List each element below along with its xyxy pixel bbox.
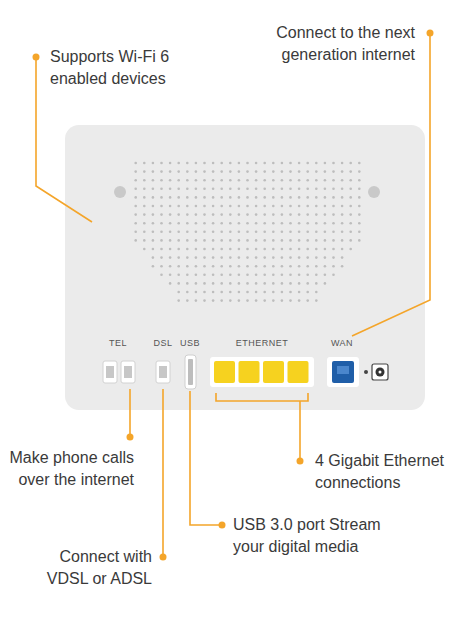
wan-port — [327, 357, 359, 387]
power-jack — [372, 364, 388, 380]
usb-port — [185, 355, 196, 389]
port-label: WAN — [331, 337, 353, 349]
callout-text: USB 3.0 port Stream your digital media — [233, 514, 411, 558]
callout-text: 4 Gigabit Ethernet connections — [315, 450, 467, 494]
tel-ports — [103, 361, 135, 383]
port-label: ETHERNET — [236, 337, 289, 349]
callout-text: Make phone calls over the internet — [4, 447, 134, 491]
dsl-port — [156, 361, 170, 383]
router-body — [65, 125, 425, 410]
ethernet-ports — [210, 357, 314, 387]
screw — [368, 186, 380, 198]
led-dot — [364, 370, 368, 374]
callout-text: Supports Wi-Fi 6 enabled devices — [50, 46, 218, 90]
port-label: USB — [180, 337, 200, 349]
vent-grid — [134, 162, 360, 302]
screw — [114, 186, 126, 198]
router-housing: TEL DSL USB ETHERNET WAN — [65, 125, 425, 410]
callout-text: Connect to the next generation internet — [273, 22, 415, 66]
port-label: DSL — [153, 337, 172, 349]
callout-text: Connect with VDSL or ADSL — [27, 546, 152, 590]
port-label: TEL — [109, 337, 127, 349]
